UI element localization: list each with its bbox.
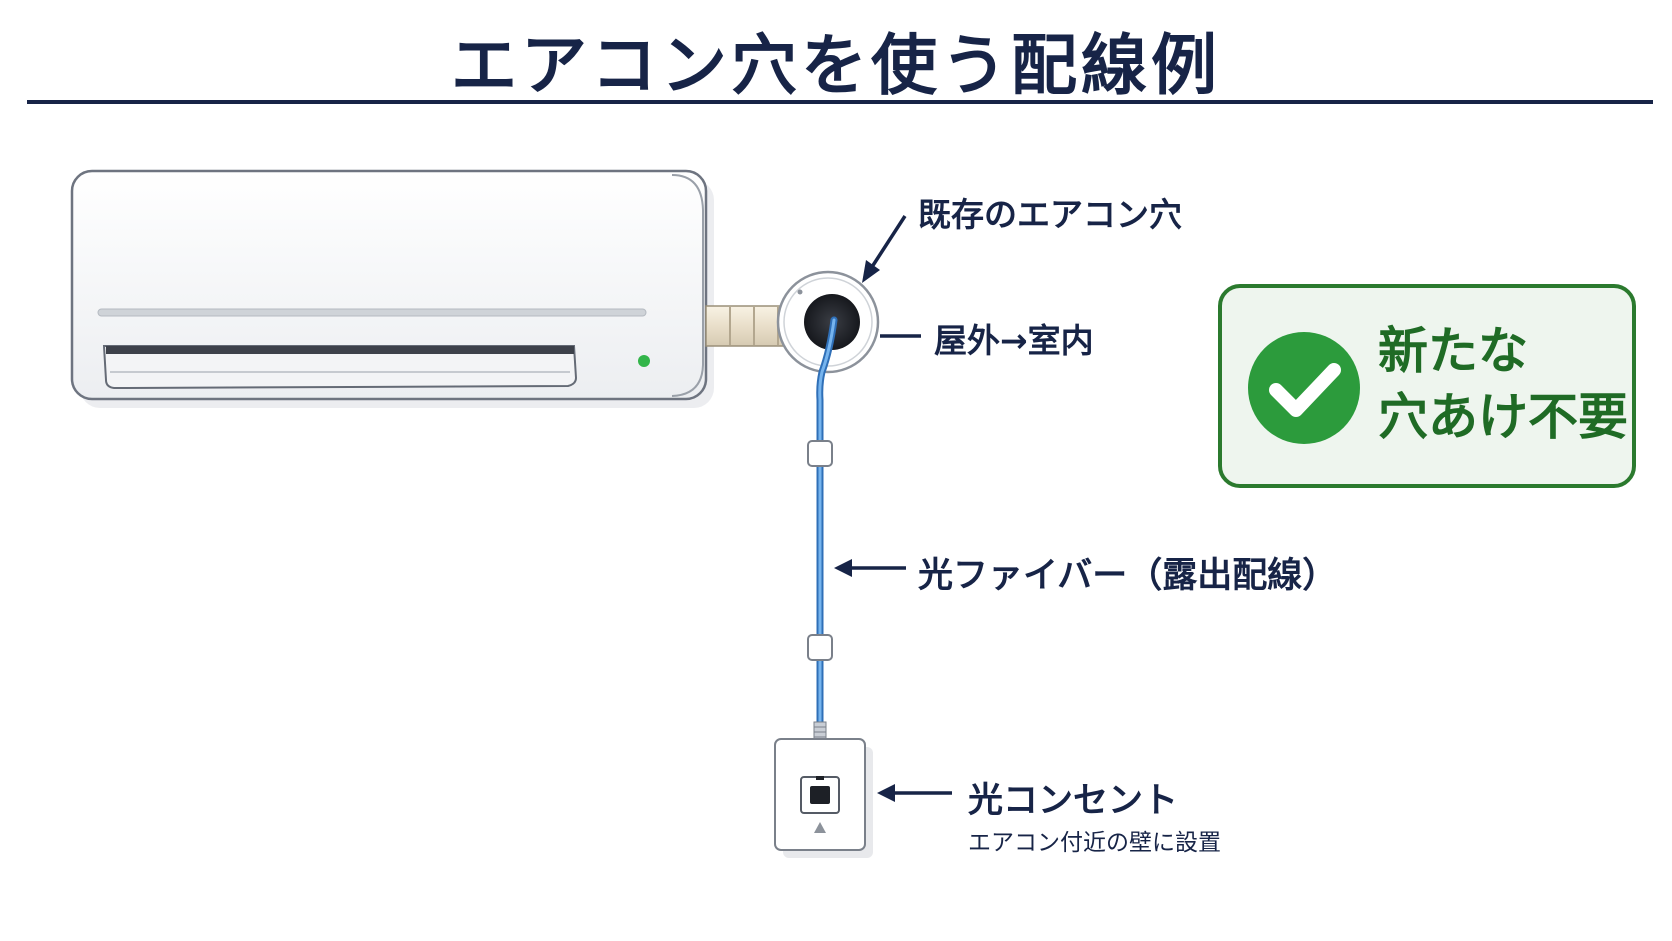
badge-line-2: 穴あけ不要	[1378, 388, 1628, 446]
fiber-cable	[807, 316, 838, 744]
cable-clip	[807, 440, 833, 467]
label-direction: 屋外→室内	[934, 321, 1094, 360]
power-indicator-icon	[638, 355, 650, 367]
no-drilling-badge: 新たな 穴あけ不要	[1218, 284, 1636, 488]
check-circle-icon	[1248, 332, 1360, 444]
pointer-arrows	[834, 215, 952, 802]
optical-outlet	[774, 738, 873, 858]
air-conditioner-unit	[70, 169, 714, 408]
title-divider	[27, 100, 1653, 104]
badge-line-1: 新たな	[1378, 322, 1528, 380]
label-fiber: 光ファイバー（露出配線）	[918, 556, 1338, 596]
wall-hole	[776, 270, 880, 374]
badge-text: 新たな 穴あけ不要	[1378, 318, 1628, 450]
label-existing-hole: 既存のエアコン穴	[918, 195, 1182, 234]
cable-clip	[807, 634, 833, 661]
label-outlet-note: エアコン付近の壁に設置	[968, 830, 1221, 856]
label-outlet: 光コンセント	[968, 781, 1179, 821]
page-title: エアコン穴を使う配線例	[451, 27, 1221, 104]
